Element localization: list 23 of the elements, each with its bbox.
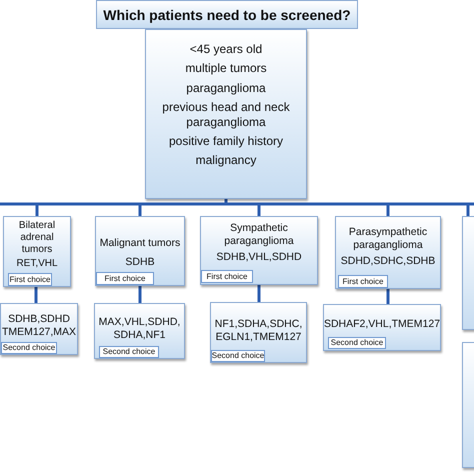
choice-tag: First choice xyxy=(201,270,253,283)
connector-line xyxy=(224,199,470,216)
choice-tag: Second choice xyxy=(1,342,57,354)
choice-tag: First choice xyxy=(8,273,52,286)
category-box: Bilateral adrenal tumors RET,VHL First choice xyxy=(3,216,71,287)
gene-box: SDHB,SDHD TMEM127,MAX Second choice xyxy=(0,303,78,355)
connector-line xyxy=(138,286,142,303)
gene-box: NF1,SDHA,SDHC, EGLN1,TMEM127 Second choice xyxy=(210,302,307,363)
title-box: Which patients need to be screened? xyxy=(96,0,358,29)
choice-tag: Second choice xyxy=(211,350,265,362)
choice-tag: First choice xyxy=(96,272,154,285)
connector-line xyxy=(34,287,38,303)
connector-line xyxy=(258,285,260,302)
choice-tag: Second choice xyxy=(328,337,386,349)
category-box: Sympathetic paraganglioma SDHB,VHL,SDHD First choice xyxy=(200,216,318,285)
category-box: Malignant tumors SDHB First choice xyxy=(95,216,185,286)
choice-tag: Second choice xyxy=(99,346,159,358)
gene-box: SDHAF2,VHL,TMEM127 Second choice xyxy=(323,304,441,351)
criteria-box: <45 years old multiple tumors paraganglioma previous head and neck paraganglioma positive family history malignancy xyxy=(145,29,307,199)
gene-box: MAX,VHL,SDHD, SDHA,NF1 Second choice xyxy=(94,303,185,359)
choice-tag: First choice xyxy=(338,275,388,288)
connector-line xyxy=(386,289,390,304)
category-box: Parasympathetic paraganglioma SDHD,SDHC,SDHB First choice xyxy=(335,216,441,289)
